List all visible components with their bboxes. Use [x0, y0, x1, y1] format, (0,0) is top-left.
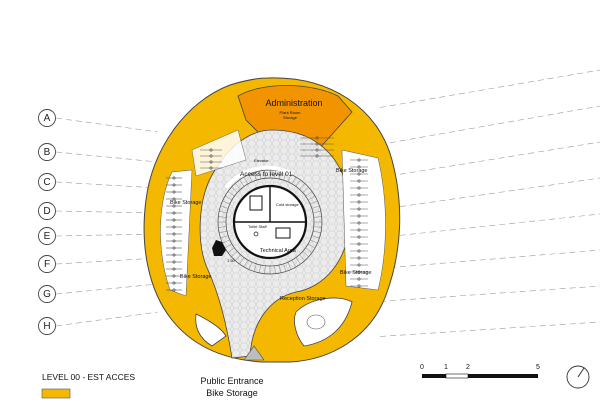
bike-zone-nw	[191, 129, 247, 177]
grid-line-c	[55, 141, 600, 189]
scale-tick-label: 2	[466, 364, 470, 371]
grid-axis-label: B	[44, 147, 51, 158]
label-bike-storage-e: Bike Storage	[340, 270, 372, 276]
label-storage: Storage	[283, 115, 298, 120]
scale-tick-label: 0	[420, 364, 424, 371]
label-cold-storage: Cold storage	[276, 202, 299, 207]
grid-axis-label: G	[43, 289, 51, 300]
grid-line-b	[55, 105, 600, 163]
label-bike-storage-nw: Bike Storage	[170, 200, 202, 206]
grid-line-e	[55, 213, 600, 238]
person-figure	[212, 240, 226, 256]
label-access-level: Access to level 01	[240, 171, 293, 178]
grid-axis-g: G	[38, 285, 56, 303]
bike-zone-east	[341, 149, 386, 291]
reception-enclosure	[294, 297, 353, 347]
grid-lines	[55, 69, 600, 337]
grid-line-g	[55, 283, 600, 302]
label-plant-room: Plant Room	[280, 110, 302, 115]
label-level-mark: 1.50	[227, 258, 236, 263]
grid-line-f	[55, 249, 600, 269]
grid-axis-label: E	[44, 231, 51, 242]
label-entrance-line1: Public Entrance	[200, 376, 263, 386]
label-elevator: Elevator	[254, 158, 269, 163]
grid-axis-b: B	[38, 143, 56, 161]
grid-line-d	[55, 177, 600, 214]
label-toilet-staff: Toilet Staff	[248, 224, 267, 229]
label-bike-storage-w: Bike Storage	[180, 274, 212, 280]
label-bike-storage-ne: Bike Storage	[336, 168, 368, 174]
scale-tick-label: 5	[536, 364, 540, 371]
grid-axis-label: C	[43, 177, 50, 188]
ramp-ticks	[218, 170, 322, 274]
grid-axis-h: H	[38, 317, 56, 335]
label-reception-storage: Reception Storage	[280, 296, 326, 302]
central-core	[232, 184, 308, 260]
scale-tick-label: 1	[444, 364, 448, 371]
legend-title: LEVEL 00 - EST ACCES	[42, 372, 135, 382]
north-arrow-icon	[566, 365, 590, 389]
entrance-notch	[243, 345, 265, 361]
bike-racks	[166, 136, 368, 292]
grid-line-h	[55, 311, 600, 337]
grid-axis-label: D	[43, 206, 50, 217]
bike-zone-west	[160, 169, 193, 297]
label-administration: Administration	[265, 98, 322, 108]
grid-axis-label: H	[43, 321, 50, 332]
legend-swatch	[41, 388, 71, 399]
grid-axis-a: A	[38, 109, 56, 127]
grid-axis-d: D	[38, 202, 56, 220]
grid-axis-f: F	[38, 255, 56, 273]
scale-bar: 0 1 2 5	[420, 364, 540, 379]
grid-axis-c: C	[38, 173, 56, 191]
grid-axis-label: F	[44, 259, 50, 270]
label-technical-area: Technical Area	[260, 248, 297, 254]
west-lower-enclosure	[195, 313, 227, 347]
label-entrance-line2: Bike Storage	[206, 388, 258, 398]
grid-line-a	[55, 69, 600, 133]
grid-axis-label: A	[44, 113, 51, 124]
grid-axis-e: E	[38, 227, 56, 245]
grid-axis-markers: A B C D E F G H	[38, 109, 56, 335]
